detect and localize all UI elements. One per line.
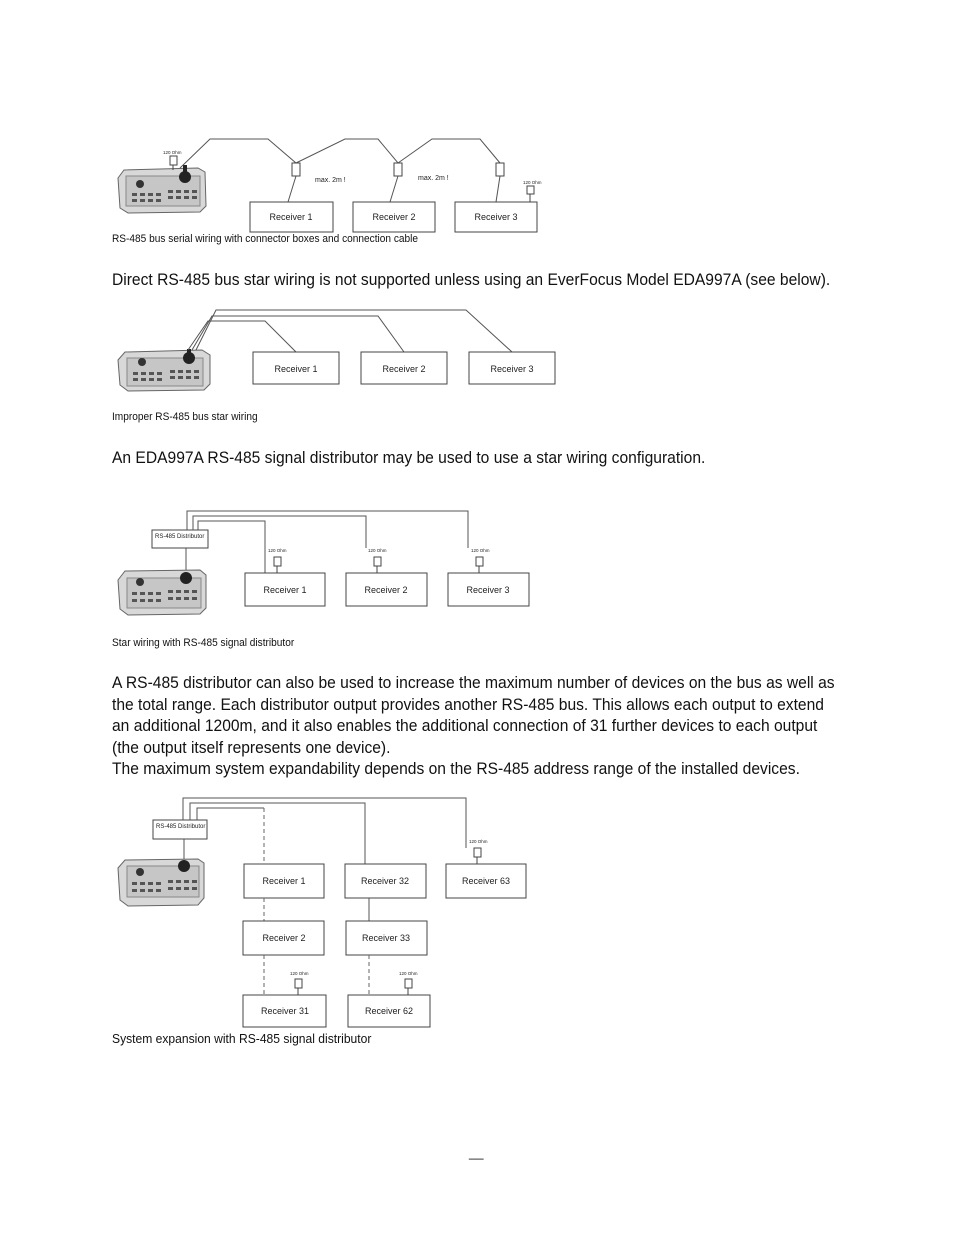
receiver-label: Receiver 1	[269, 212, 312, 222]
receiver-label: Receiver 31	[261, 1006, 309, 1016]
receiver-box	[347, 994, 431, 1028]
terminator-resistor-icon	[473, 847, 482, 864]
receiver-label: Receiver 2	[382, 364, 425, 374]
keyboard-controller	[117, 858, 205, 907]
keyboard-controller	[117, 349, 211, 392]
receiver-label: Receiver 1	[262, 876, 305, 886]
figure-caption: System expansion with RS-485 signal dist…	[112, 1031, 372, 1046]
receiver-box	[242, 994, 327, 1028]
receiver-box	[252, 351, 340, 385]
keyboard-controller	[117, 165, 207, 214]
terminator-resistor-icon	[273, 556, 282, 573]
figure-caption: Star wiring with RS-485 signal distribut…	[112, 637, 295, 649]
receiver-box	[243, 863, 325, 899]
receiver-box	[244, 572, 326, 607]
figure-serial-wiring: 120 Ohm max. 2m ! max. 2m ! 120 Ohm Rece…	[117, 138, 542, 233]
distributor-box	[152, 819, 208, 840]
body-paragraph: An EDA997A RS-485 signal distributor may…	[112, 448, 706, 467]
body-paragraph: Direct RS-485 bus star wiring is not sup…	[112, 270, 831, 289]
terminator-resistor-icon	[294, 978, 303, 995]
svg-text:120 Ohm: 120 Ohm	[523, 180, 542, 185]
body-paragraph: The maximum system expandability depends…	[112, 759, 800, 778]
figure-caption: Improper RS-485 bus star wiring	[112, 411, 258, 423]
receiver-box	[352, 201, 436, 233]
svg-text:120 Ohm: 120 Ohm	[399, 971, 418, 976]
receiver-label: Receiver 32	[361, 876, 409, 886]
receiver-box	[360, 351, 448, 385]
receiver-label: Receiver 1	[263, 585, 306, 595]
receiver-label: Receiver 33	[362, 933, 410, 943]
receiver-box	[345, 920, 428, 956]
keyboard-controller	[117, 569, 207, 616]
distributor-label: RS-485 Distributor	[155, 534, 204, 540]
figure-improper-star-wiring: Receiver 1 Receiver 2 Receiver 3	[117, 309, 556, 392]
svg-text:120 Ohm: 120 Ohm	[471, 548, 490, 553]
body-paragraph: A RS-485 distributor can also be used to…	[112, 673, 835, 757]
receiver-label: Receiver 62	[365, 1006, 413, 1016]
receiver-label: Receiver 1	[274, 364, 317, 374]
receiver-box	[454, 201, 538, 233]
receiver-label: Receiver 3	[474, 212, 517, 222]
connector-box	[291, 162, 301, 177]
receiver-box	[249, 201, 334, 233]
receiver-label: Receiver 2	[364, 585, 407, 595]
connector-box	[393, 162, 403, 177]
resistor-label: 120 Ohm	[163, 150, 182, 155]
terminator-resistor-icon	[373, 556, 382, 573]
svg-text:120 Ohm: 120 Ohm	[268, 548, 287, 553]
page-number: __	[469, 1145, 484, 1160]
receiver-box	[344, 863, 427, 899]
connector-box	[495, 162, 505, 177]
receiver-box	[445, 863, 527, 899]
receiver-label: Receiver 2	[262, 933, 305, 943]
distributor-box	[151, 529, 209, 549]
figure-star-wiring-distributor: RS-485 Distributor 120 Ohm 120 Ohm 120 O…	[117, 510, 530, 616]
distributor-label: RS-485 Distributor	[156, 824, 205, 830]
receiver-box	[468, 351, 556, 385]
svg-text:120 Ohm: 120 Ohm	[469, 839, 488, 844]
cable-length-note: max. 2m !	[418, 175, 449, 182]
cable-length-note: max. 2m !	[315, 177, 346, 184]
terminator-resistor-icon	[404, 978, 413, 995]
receiver-box	[345, 572, 428, 607]
receiver-box	[447, 572, 530, 607]
terminator-resistor-icon	[475, 556, 484, 573]
svg-text:120 Ohm: 120 Ohm	[290, 971, 309, 976]
receiver-box	[242, 920, 325, 956]
receiver-label: Receiver 2	[372, 212, 415, 222]
figure-caption: RS-485 bus serial wiring with connector …	[112, 233, 419, 245]
receiver-label: Receiver 3	[466, 585, 509, 595]
svg-text:120 Ohm: 120 Ohm	[368, 548, 387, 553]
receiver-label: Receiver 3	[490, 364, 533, 374]
terminator-resistor-icon	[169, 155, 178, 170]
figure-system-expansion: RS-485 Distributor 120 Ohm Receiver 1 Re…	[117, 797, 527, 1028]
receiver-label: Receiver 63	[462, 876, 510, 886]
